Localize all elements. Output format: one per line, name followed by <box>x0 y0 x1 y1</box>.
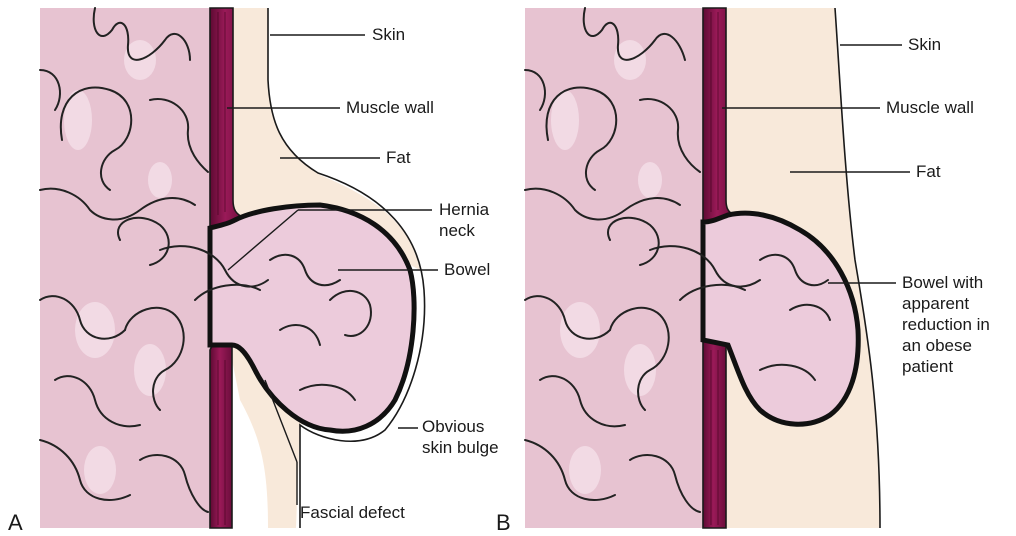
panel-letter-b: B <box>496 510 511 535</box>
label-fat-b: Fat <box>916 162 941 181</box>
label-fat-a: Fat <box>386 148 411 167</box>
label-bowel-a: Bowel <box>444 260 490 279</box>
label-bowel-b-1: Bowel with <box>902 273 983 292</box>
label-muscle-wall-b: Muscle wall <box>886 98 974 117</box>
muscle-lower-b <box>703 333 726 528</box>
label-muscle-wall-a: Muscle wall <box>346 98 434 117</box>
label-fascial-defect-a: Fascial defect <box>300 503 405 522</box>
bowel-mass-a <box>40 8 210 528</box>
bowel-mass-b <box>525 8 705 528</box>
label-skin-a: Skin <box>372 25 405 44</box>
panel-a: Skin Muscle wall Fat Hernia neck Bowel O… <box>8 8 499 535</box>
muscle-lower-a <box>210 341 232 528</box>
panel-b: Skin Muscle wall Fat Bowel with apparent… <box>496 8 990 535</box>
label-bowel-b-2: apparent <box>902 294 969 313</box>
label-hernia-neck-a-2: neck <box>439 221 475 240</box>
label-bowel-b-3: reduction in <box>902 315 990 334</box>
label-skin-b: Skin <box>908 35 941 54</box>
label-hernia-neck-a-1: Hernia <box>439 200 490 219</box>
label-bulge-a-2: skin bulge <box>422 438 499 457</box>
panel-letter-a: A <box>8 510 23 535</box>
label-bowel-b-4: an obese <box>902 336 972 355</box>
label-bowel-b-5: patient <box>902 357 953 376</box>
label-bulge-a-1: Obvious <box>422 417 484 436</box>
